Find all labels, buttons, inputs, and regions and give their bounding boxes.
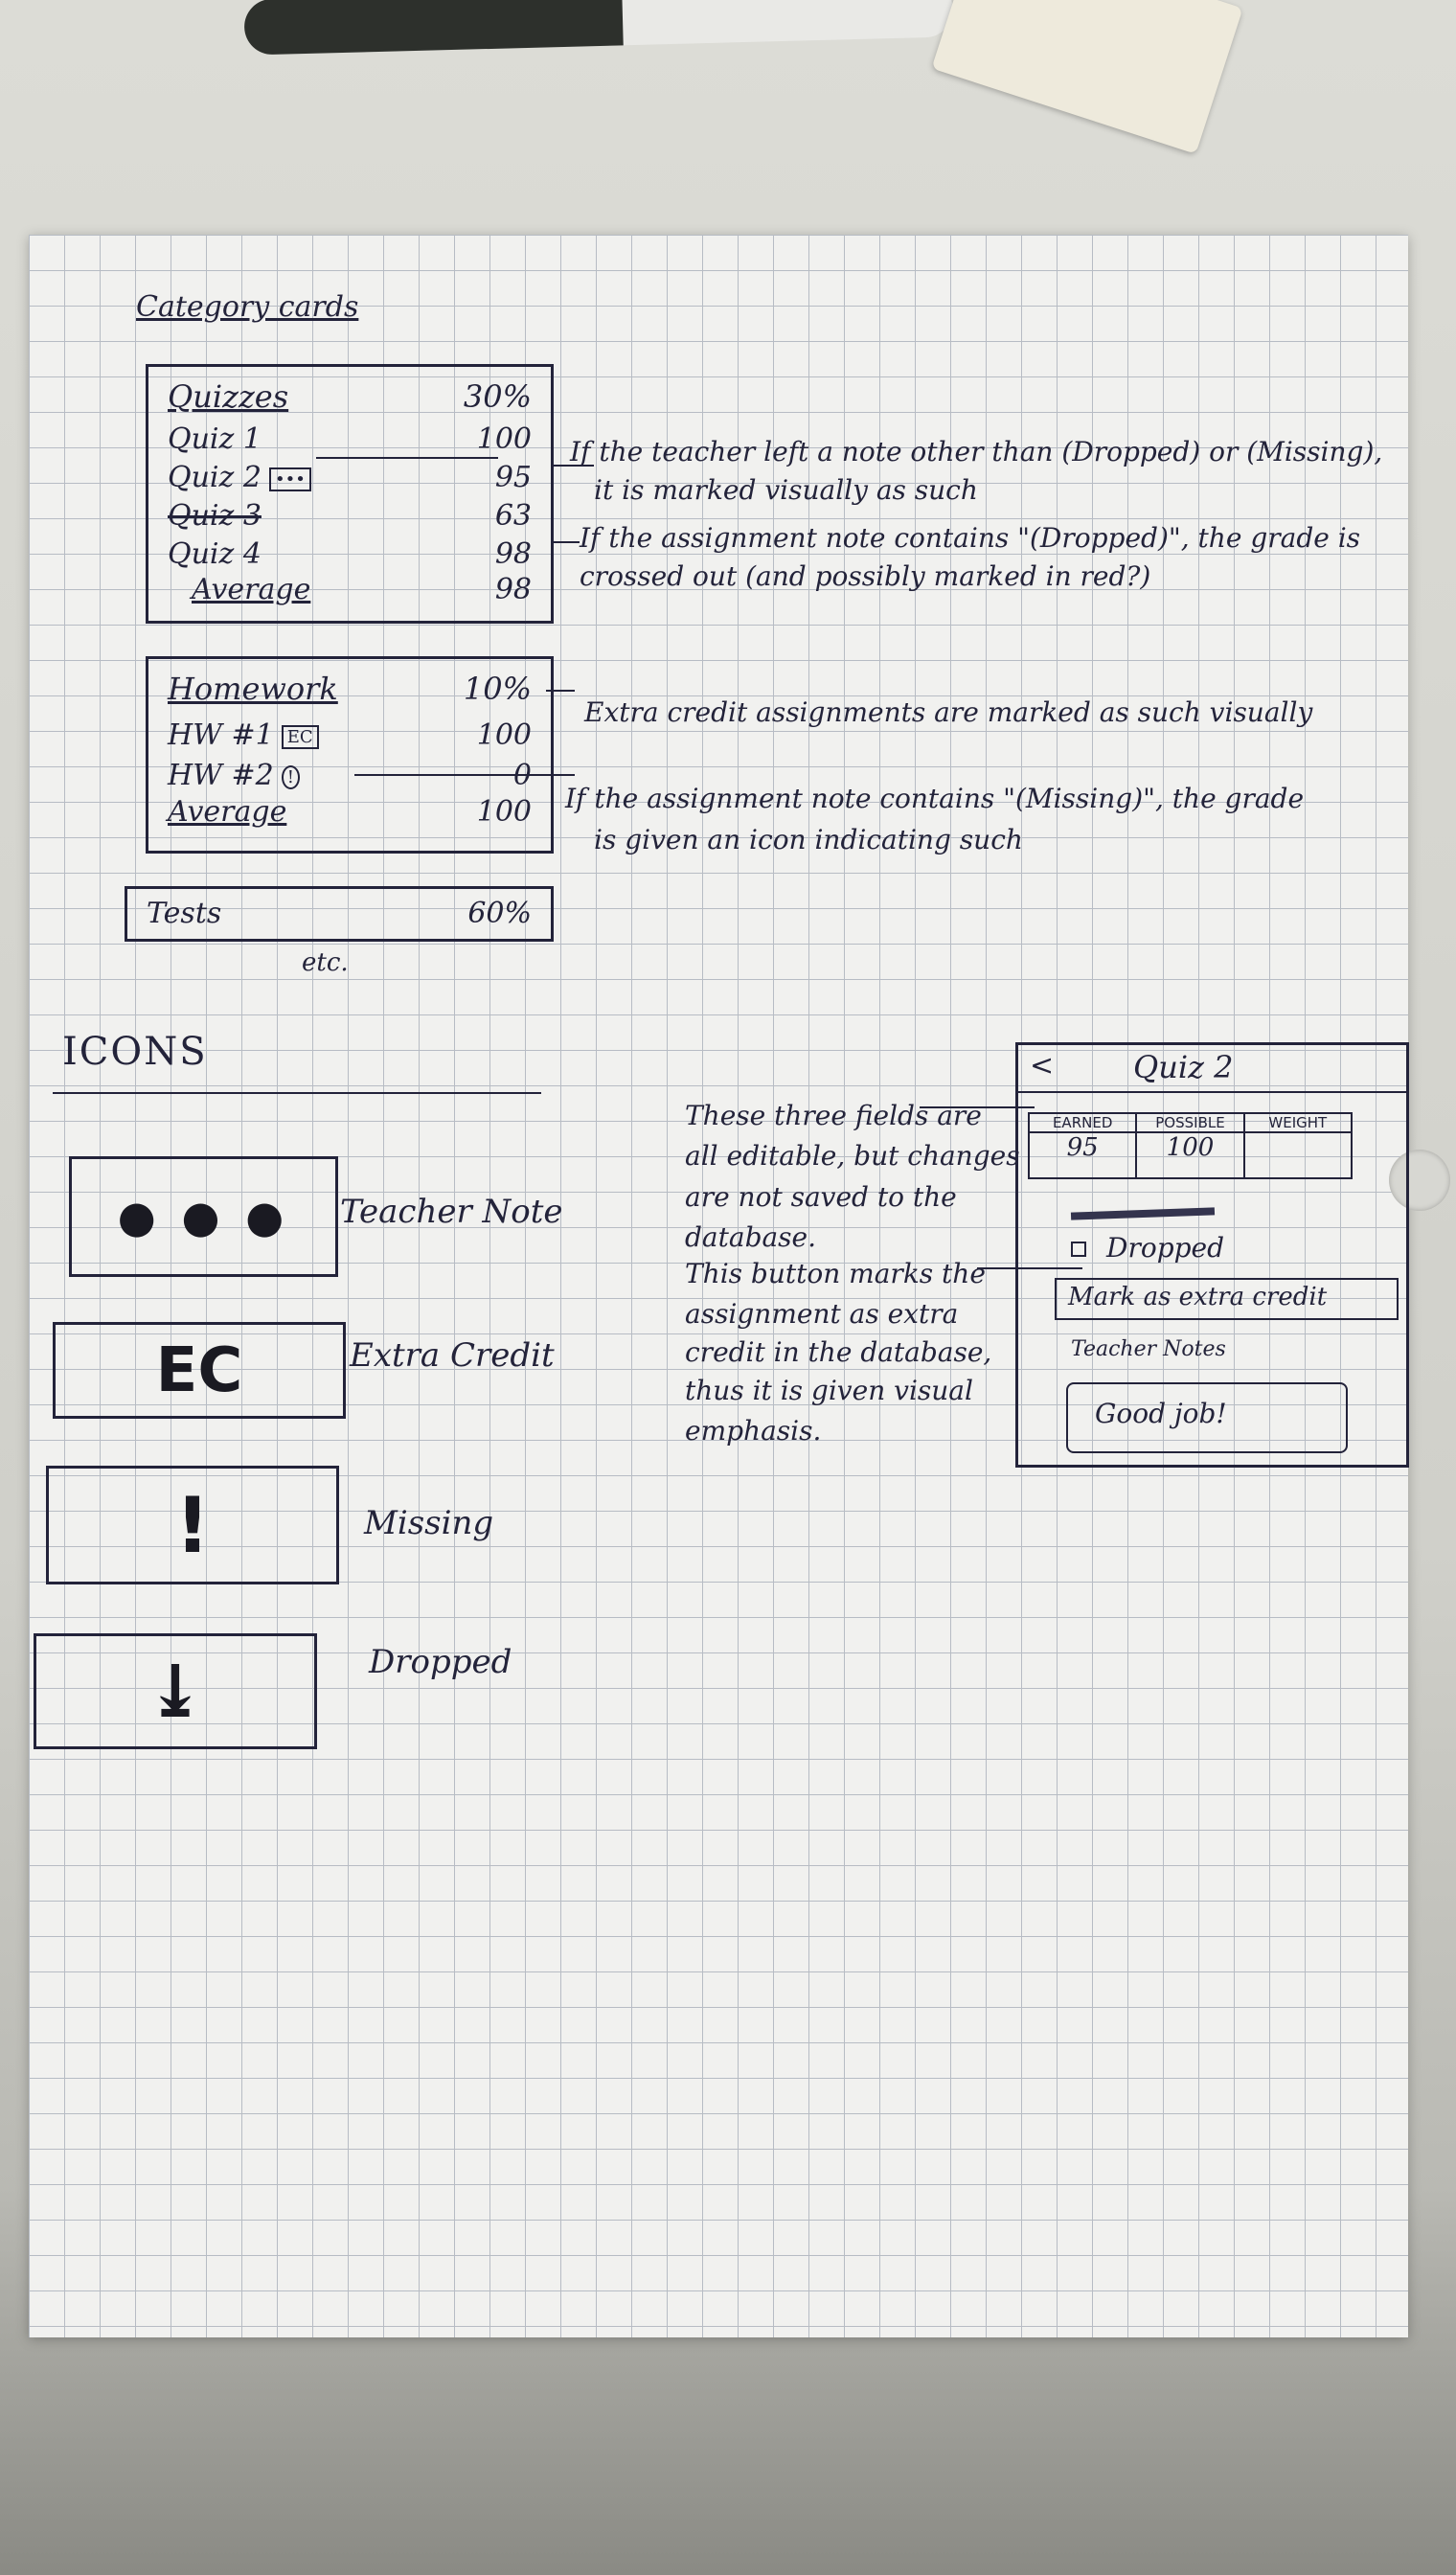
modal-note-line: database.	[685, 1221, 817, 1253]
quiz-row: Quiz 2••• 95	[168, 461, 532, 494]
leader-line	[977, 1267, 1082, 1269]
homework-card: Homework 10% HW #1 EC 100 HW #2! 0 Averag…	[146, 656, 554, 854]
earned-header: EARNED	[1030, 1114, 1136, 1133]
graph-paper-sheet: Category cards Quizzes 30% Quiz 1 100 Qu…	[29, 235, 1450, 2337]
back-button[interactable]: <	[1030, 1049, 1055, 1082]
grade-fields: EARNED 95 POSSIBLE 100 WEIGHT	[1028, 1112, 1353, 1179]
annotation-missing: If the assignment note contains "(Missin…	[565, 783, 1305, 814]
quiz-score: 98	[494, 537, 532, 571]
weight-header: WEIGHT	[1244, 1114, 1351, 1133]
modal-note-line: These three fields are	[685, 1100, 982, 1131]
teacher-note-icon: ● ● ●	[69, 1156, 338, 1277]
leader-line	[546, 690, 575, 692]
leader-line	[551, 465, 594, 467]
icons-underline	[53, 1092, 541, 1094]
teacher-notes-field[interactable]: Good job!	[1066, 1382, 1348, 1453]
missing-label: Missing	[364, 1504, 494, 1542]
homework-average-row: Average 100	[168, 795, 532, 829]
quiz-row: Quiz 1 100	[168, 422, 532, 456]
dropped-label: Dropped	[369, 1643, 512, 1681]
annotation-extra-credit: Extra credit assignments are marked as s…	[584, 696, 1313, 728]
possible-field[interactable]: POSSIBLE 100	[1137, 1114, 1245, 1177]
modal-note-line: are not saved to the	[685, 1181, 957, 1213]
modal-note-line: credit in the database,	[685, 1336, 992, 1368]
earned-value[interactable]: 95	[1066, 1133, 1099, 1162]
possible-value[interactable]: 100	[1166, 1133, 1215, 1162]
category-cards-heading: Category cards	[136, 290, 359, 324]
dropped-checkbox-label: Dropped	[1106, 1232, 1225, 1264]
modal-note-line: all editable, but changes	[685, 1140, 1020, 1172]
modal-header-divider	[1018, 1091, 1406, 1093]
etc-label: etc.	[302, 948, 349, 977]
annotation-teacher-note-2: it is marked visually as such	[594, 474, 978, 506]
homework-row: HW #2! 0	[168, 759, 532, 792]
missing-icon: !	[46, 1466, 339, 1584]
quizzes-header: Quizzes 30%	[168, 378, 532, 415]
icons-heading: ICONS	[62, 1030, 208, 1074]
leader-line	[551, 541, 580, 543]
homework-name: HW #1	[168, 718, 274, 752]
dropped-checkbox[interactable]	[1071, 1242, 1086, 1257]
teacher-notes-label: Teacher Notes	[1071, 1337, 1226, 1361]
quiz-row-dropped: Quiz 3 63	[168, 499, 532, 533]
homework-header: Homework 10%	[168, 671, 532, 707]
tests-title: Tests	[147, 897, 222, 930]
quiz-score: 100	[476, 422, 532, 456]
leader-line	[354, 774, 575, 776]
quizzes-title: Quizzes	[168, 378, 289, 415]
modal-title: Quiz 2	[1133, 1049, 1234, 1085]
assignment-detail-modal: < Quiz 2 EARNED 95 POSSIBLE 100 WEIGHT D…	[1015, 1042, 1409, 1468]
extra-credit-icon: EC	[53, 1322, 346, 1419]
scribbled-out-text	[1070, 1207, 1216, 1220]
tests-weight: 60%	[467, 897, 532, 930]
homework-name: HW #2	[168, 759, 274, 792]
modal-note-line: emphasis.	[685, 1415, 822, 1447]
quiz-score: 63	[494, 499, 532, 533]
modal-note-line: thus it is given visual	[685, 1375, 973, 1406]
quiz-name: Quiz 2	[168, 461, 262, 494]
mark-extra-credit-label: Mark as extra credit	[1068, 1283, 1328, 1311]
extra-credit-icon: EC	[281, 724, 319, 749]
teacher-note-label: Teacher Note	[340, 1193, 563, 1231]
mark-extra-credit-button[interactable]: Mark as extra credit	[1055, 1278, 1399, 1320]
annotation-dropped-2: crossed out (and possibly marked in red?…	[580, 560, 1151, 592]
quiz-name: Quiz 4	[168, 537, 262, 571]
tests-card: Tests 60%	[125, 886, 554, 942]
annotation-missing-2: is given an icon indicating such	[594, 824, 1023, 855]
annotation-dropped: If the assignment note contains "(Droppe…	[580, 522, 1361, 554]
average-label: Average	[168, 795, 287, 829]
quizzes-card: Quizzes 30% Quiz 1 100 Quiz 2••• 95 Quiz…	[146, 364, 554, 624]
homework-score: 100	[476, 718, 532, 752]
leader-line	[316, 457, 498, 459]
possible-header: POSSIBLE	[1137, 1114, 1243, 1133]
dropped-icon: ⤓	[34, 1633, 317, 1749]
leader-line	[920, 1106, 1035, 1108]
homework-weight: 10%	[463, 671, 532, 707]
average-value: 98	[494, 573, 532, 606]
quiz-average-row: Average 98	[192, 573, 532, 606]
teacher-notes-value[interactable]: Good job!	[1095, 1398, 1227, 1429]
quizzes-weight: 30%	[463, 378, 532, 415]
quiz-name: Quiz 1	[168, 422, 262, 456]
annotation-teacher-note: If the teacher left a note other than (D…	[570, 436, 1383, 467]
quiz-row: Quiz 4 98	[168, 537, 532, 571]
average-label: Average	[192, 573, 311, 606]
homework-row: HW #1 EC 100	[168, 718, 532, 752]
punch-hole	[1389, 1150, 1450, 1211]
quiz-score: 95	[494, 461, 532, 494]
homework-title: Homework	[168, 671, 338, 707]
tests-header: Tests 60%	[147, 897, 532, 930]
average-value: 100	[476, 795, 532, 829]
modal-note-line: assignment as extra	[685, 1298, 959, 1330]
earned-field[interactable]: EARNED 95	[1030, 1114, 1138, 1177]
extra-credit-label: Extra Credit	[350, 1336, 555, 1375]
teacher-note-icon: •••	[268, 467, 311, 491]
missing-icon: !	[281, 764, 300, 789]
weight-field[interactable]: WEIGHT	[1244, 1114, 1351, 1177]
quiz-name: Quiz 3	[168, 499, 262, 533]
modal-note-line: This button marks the	[685, 1258, 986, 1289]
